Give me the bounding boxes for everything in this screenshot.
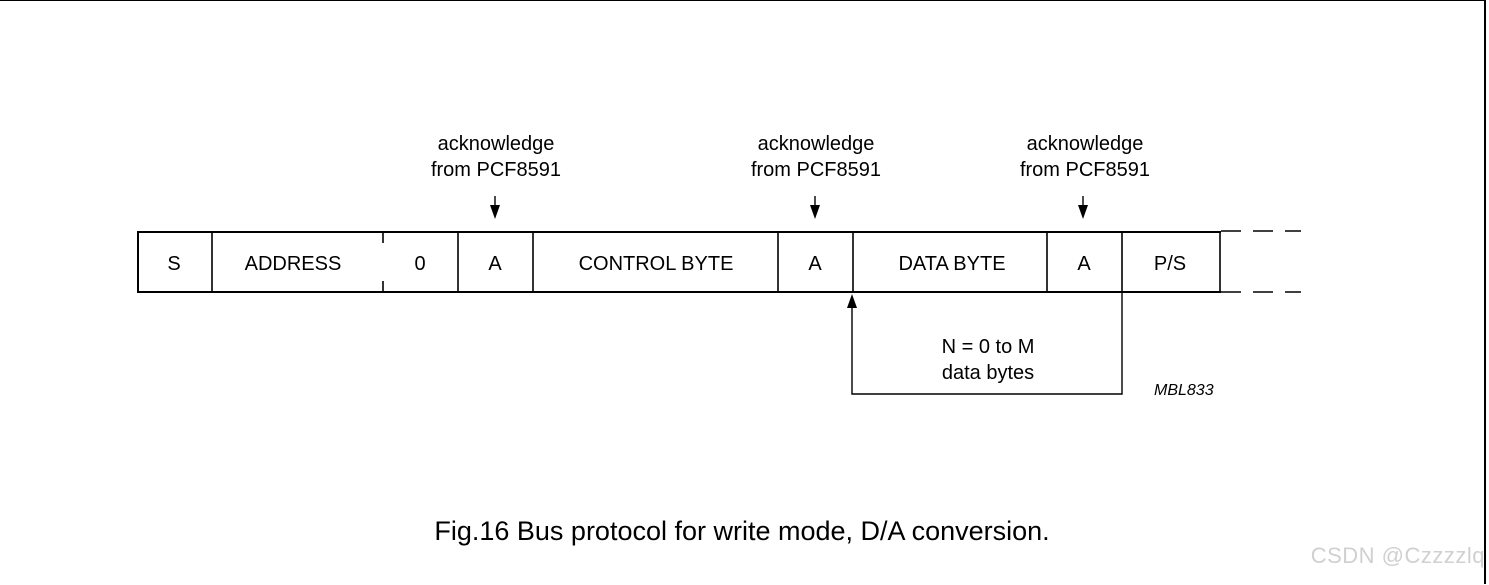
ack-label-line1: acknowledge — [438, 133, 555, 155]
ack-label-line1: acknowledge — [758, 133, 875, 155]
cell-stop-start: P/S — [1154, 253, 1186, 275]
ack-group-1: acknowledge from PCF8591 — [431, 133, 561, 219]
watermark: CSDN @Czzzzlq — [1310, 543, 1485, 568]
ack-group-3: acknowledge from PCF8591 — [1020, 133, 1150, 219]
repeat-bracket-line — [851, 292, 1123, 395]
protocol-frame: S ADDRESS 0 A CONTROL BYTE A DATA BYTE A… — [137, 230, 1301, 293]
ack-group-2: acknowledge from PCF8591 — [751, 133, 881, 219]
repeat-unit-label: data bytes — [942, 362, 1034, 384]
cell-control-byte: CONTROL BYTE — [579, 253, 734, 275]
ack-label-line2: from PCF8591 — [751, 159, 881, 181]
cell-start: S — [167, 253, 180, 275]
cell-rw-bit: 0 — [414, 253, 425, 275]
cell-ack-1: A — [488, 253, 502, 275]
ack-label-line2: from PCF8591 — [431, 159, 561, 181]
figure-code: MBL833 — [1154, 382, 1214, 399]
repeat-count-label: N = 0 to M — [942, 336, 1035, 358]
cell-address: ADDRESS — [245, 253, 342, 275]
repeat-arrowhead — [847, 294, 857, 308]
cell-data-byte: DATA BYTE — [898, 253, 1005, 275]
ack-label-line1: acknowledge — [1027, 133, 1144, 155]
ack-arrowhead — [1078, 205, 1088, 219]
cell-ack-3: A — [1077, 253, 1091, 275]
figure-caption: Fig.16 Bus protocol for write mode, D/A … — [434, 516, 1050, 546]
ack-arrowhead — [810, 205, 820, 219]
cell-ack-2: A — [808, 253, 822, 275]
ack-arrowhead — [490, 205, 500, 219]
ack-label-line2: from PCF8591 — [1020, 159, 1150, 181]
repeat-bracket: N = 0 to M data bytes — [847, 292, 1123, 395]
